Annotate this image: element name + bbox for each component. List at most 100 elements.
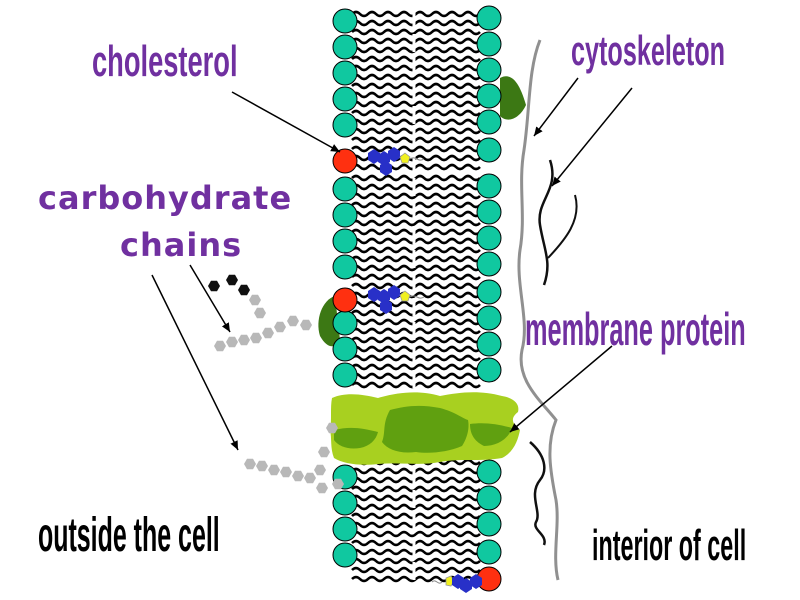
fatty-acid-tail xyxy=(351,467,481,475)
arrow-membrane-protein xyxy=(509,345,613,433)
phospholipid-head xyxy=(476,225,502,251)
phospholipid-head xyxy=(476,357,502,383)
fatty-acid-tail xyxy=(351,145,481,153)
cytoskeleton-filaments xyxy=(517,39,578,581)
sugar-unit xyxy=(287,315,299,327)
phospholipid-head xyxy=(332,112,358,138)
label-interior-of-cell: interior of cell xyxy=(592,521,747,570)
fatty-acid-tail xyxy=(351,530,481,538)
sugar-unit xyxy=(214,340,226,352)
fatty-acid-tail xyxy=(351,318,481,326)
fatty-acid-tail xyxy=(351,521,481,529)
phospholipid-head xyxy=(476,539,502,565)
fatty-acid-tail xyxy=(351,237,481,245)
fatty-acid-tail xyxy=(351,503,481,511)
fatty-acid-tail xyxy=(351,363,481,371)
phospholipid-head xyxy=(332,336,358,362)
phospholipid-head xyxy=(332,542,358,568)
fatty-acid-tail xyxy=(351,264,481,272)
fatty-acid-tail xyxy=(351,345,481,353)
sugar-unit xyxy=(314,464,326,476)
phospholipid-heads xyxy=(332,5,502,592)
arrow-cytoskeleton-2 xyxy=(551,87,633,187)
sugar-unit xyxy=(238,334,250,346)
fatty-acid-tail xyxy=(351,228,481,236)
sugar-unit-dark xyxy=(208,280,220,292)
sugar-unit-dark xyxy=(226,274,238,286)
sugar-unit xyxy=(250,332,262,344)
phospholipid-head xyxy=(332,8,358,34)
fatty-acid-tail xyxy=(351,55,481,63)
fatty-acid-tail xyxy=(351,539,481,547)
phospholipid-head xyxy=(332,516,358,542)
fatty-acid-tail xyxy=(351,163,481,171)
sugar-unit xyxy=(292,470,304,482)
fatty-acid-tail xyxy=(351,109,481,117)
sugar-unit xyxy=(262,327,274,339)
sugar-unit xyxy=(300,319,312,331)
fatty-acid-tail xyxy=(351,82,481,90)
sugar-unit xyxy=(326,422,338,434)
sugar-unit xyxy=(249,294,261,306)
phospholipid-head xyxy=(332,176,358,202)
fatty-acid-tail xyxy=(351,485,481,493)
fatty-acid-tail xyxy=(351,91,481,99)
fatty-acid-tail xyxy=(351,127,481,135)
sugar-unit xyxy=(226,336,238,348)
phospholipid-head xyxy=(332,490,358,516)
cholesterol-head xyxy=(332,287,358,313)
label-carbohydrate-line2: chains xyxy=(120,226,243,264)
arrow-cytoskeleton-1 xyxy=(533,77,579,137)
cholesterol-molecule-2 xyxy=(368,285,425,314)
fatty-acid-tail xyxy=(351,28,481,36)
arrow-cholesterol xyxy=(231,91,341,153)
phospholipid-head xyxy=(476,305,502,331)
cholesterol-head xyxy=(332,148,358,174)
phospholipid-head xyxy=(476,137,502,163)
phospholipid-head xyxy=(332,362,358,388)
label-outside-the-cell: outside the cell xyxy=(38,509,220,562)
fatty-acid-tail xyxy=(351,566,481,574)
fatty-acid-tail xyxy=(351,183,481,191)
protein-right-fold xyxy=(470,423,512,446)
cholesterol-molecule-3 xyxy=(431,574,482,593)
fatty-acid-tails xyxy=(351,10,481,590)
sugar-unit xyxy=(254,307,266,319)
phospholipid-head xyxy=(332,60,358,86)
fatty-acid-tail xyxy=(351,512,481,520)
fatty-acid-tail xyxy=(351,37,481,45)
fatty-acid-tail xyxy=(351,10,481,18)
fatty-acid-tail xyxy=(351,19,481,27)
sugar-unit xyxy=(318,446,330,458)
fatty-acid-tail xyxy=(351,46,481,54)
fatty-acid-tail xyxy=(351,548,481,556)
phospholipid-head xyxy=(476,57,502,83)
fatty-acid-tail xyxy=(351,327,481,335)
phospholipid-head xyxy=(476,31,502,57)
label-membrane-protein: membrane protein xyxy=(525,303,746,355)
fatty-acid-tail xyxy=(351,246,481,254)
peripheral-protein-right xyxy=(500,76,526,120)
phospholipid-head xyxy=(476,5,502,31)
phospholipid-head xyxy=(476,279,502,305)
peripheral-protein-left xyxy=(318,296,340,347)
carbohydrate-chains xyxy=(208,274,344,494)
phospholipid-head xyxy=(476,173,502,199)
arrow-carbohydrate-1 xyxy=(189,264,231,333)
label-carbohydrate-line1: carbohydrate xyxy=(38,179,293,217)
fatty-acid-tail xyxy=(351,300,481,308)
fatty-acid-tail xyxy=(351,118,481,126)
protein-lower-fold xyxy=(334,427,378,449)
sugar-unit xyxy=(332,478,344,490)
fatty-acid-tail xyxy=(351,192,481,200)
phospholipid-head xyxy=(332,86,358,112)
fatty-acid-tail xyxy=(351,219,481,227)
phospholipid-head xyxy=(332,254,358,280)
cytoskeleton-gray-filament xyxy=(517,39,560,581)
sugar-unit xyxy=(268,464,280,476)
fatty-acid-tail xyxy=(351,372,481,380)
fatty-acid-tail xyxy=(351,273,481,281)
sugar-unit-dark xyxy=(238,284,250,296)
